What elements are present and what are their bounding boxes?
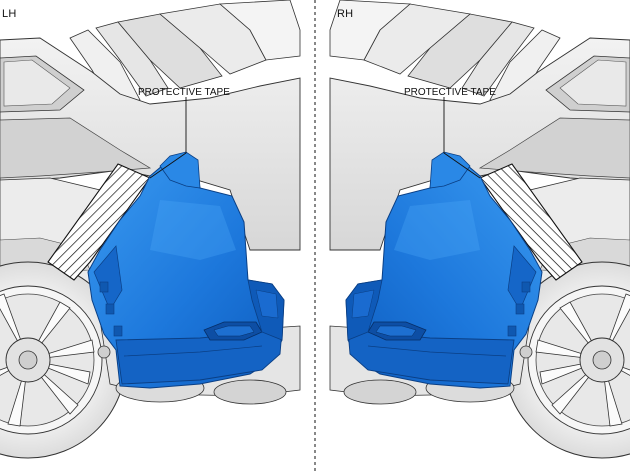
lh-label: LH [2, 8, 17, 20]
rh-label: RH [337, 8, 354, 20]
lh-view [0, 0, 301, 459]
lh-protective-tape-callout: PROTECTIVE TAPE [138, 87, 230, 98]
rh-view [329, 0, 630, 459]
rh-protective-tape-callout: PROTECTIVE TAPE [404, 87, 496, 98]
